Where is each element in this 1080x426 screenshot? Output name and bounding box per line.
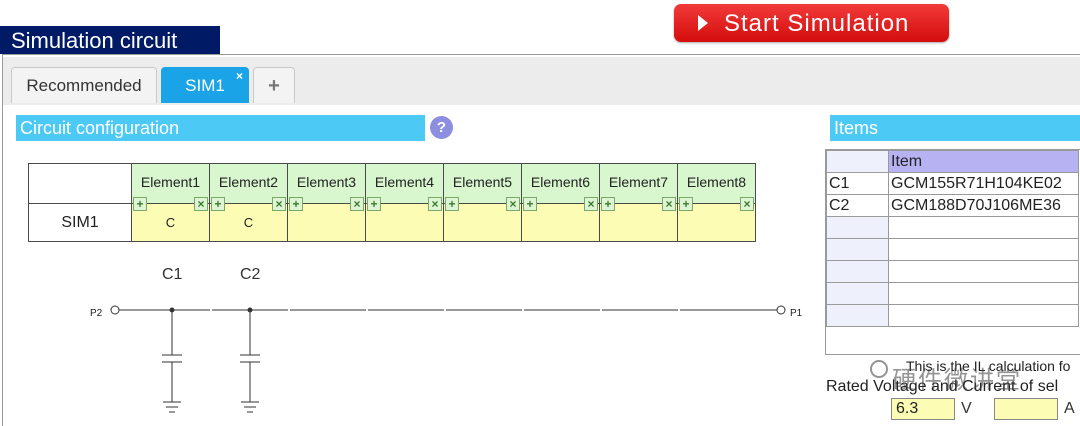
element-header: Element5 + × — [443, 163, 522, 211]
table-row[interactable]: C2 GCM188D70J106ME36 — [826, 194, 1079, 217]
add-element-button[interactable]: + — [445, 197, 459, 211]
component-label-c2: C2 — [240, 266, 261, 283]
table-row — [826, 304, 1079, 327]
plus-icon: + — [268, 75, 280, 97]
watermark: 硬件微讲堂 — [892, 367, 1022, 394]
item-part-number: GCM155R71H104KE02 — [888, 172, 1079, 195]
item-column-header: Item — [888, 150, 1079, 173]
element-label: Element7 — [608, 174, 669, 190]
table-cell — [826, 238, 889, 261]
table-row — [826, 238, 1079, 261]
table-row — [826, 216, 1079, 239]
add-element-button[interactable]: + — [523, 197, 537, 211]
wechat-icon — [870, 360, 888, 378]
element-label: Element3 — [296, 174, 357, 190]
capacitor-c2-symbol — [240, 307, 260, 413]
close-tab-icon[interactable]: × — [235, 69, 243, 83]
items-header: Items — [830, 115, 1080, 141]
play-icon — [698, 15, 708, 31]
port-terminal-right — [776, 305, 786, 315]
table-cell — [888, 216, 1079, 239]
add-element-button[interactable]: + — [133, 197, 147, 211]
element-header: Element6 + × — [521, 163, 600, 211]
element-header: Element2 + × — [209, 163, 288, 211]
element-label: Element6 — [530, 174, 591, 190]
il-calculation-note: This is the IL calculation fo — [906, 358, 1071, 374]
table-row[interactable]: C1 GCM155R71H104KE02 — [826, 172, 1079, 195]
table-cell — [826, 150, 889, 173]
delete-element-button[interactable]: × — [272, 197, 286, 211]
item-id: C2 — [826, 194, 889, 217]
table-row — [826, 260, 1079, 283]
tab-sim1[interactable]: SIM1 × — [161, 67, 249, 103]
element-header: Element1 + × — [131, 163, 210, 211]
delete-element-button[interactable]: × — [194, 197, 208, 211]
items-panel — [825, 149, 1080, 355]
add-tab-button[interactable]: + — [253, 67, 295, 103]
port-label-p1: P1 — [790, 308, 803, 319]
add-element-button[interactable]: + — [679, 197, 693, 211]
table-cell — [888, 282, 1079, 305]
delete-element-button[interactable]: × — [740, 197, 754, 211]
element-header: Element4 + × — [365, 163, 444, 211]
start-simulation-button[interactable]: Start Simulation — [674, 4, 949, 42]
table-cell — [826, 304, 889, 327]
table-cell — [826, 216, 889, 239]
table-cell — [888, 260, 1079, 283]
rated-voltage-field[interactable]: 6.3 — [891, 398, 955, 420]
port-terminal-left — [110, 305, 120, 315]
help-icon[interactable]: ? — [430, 116, 453, 139]
element-label: Element8 — [686, 174, 747, 190]
port-label-p2: P2 — [90, 308, 103, 319]
capacitor-c1-symbol — [162, 307, 182, 413]
table-corner — [28, 163, 132, 204]
delete-element-button[interactable]: × — [506, 197, 520, 211]
delete-element-button[interactable]: × — [584, 197, 598, 211]
element-label: Element4 — [374, 174, 435, 190]
circuit-config-table: Element1+× Element2+× Element3+× Element… — [28, 163, 756, 242]
component-label-c1: C1 — [162, 266, 183, 283]
element-label: Element1 — [140, 174, 201, 190]
add-element-button[interactable]: + — [211, 197, 225, 211]
table-cell — [888, 238, 1079, 261]
circuit-configuration-header: Circuit configuration — [16, 115, 425, 141]
tab-recommended[interactable]: Recommended — [11, 67, 157, 103]
item-part-number: GCM188D70J106ME36 — [888, 194, 1079, 217]
add-element-button[interactable]: + — [601, 197, 615, 211]
items-table: Item C1 GCM155R71H104KE02 C2 GCM188D70J1… — [826, 150, 1079, 327]
delete-element-button[interactable]: × — [428, 197, 442, 211]
table-cell — [826, 260, 889, 283]
table-row — [826, 282, 1079, 305]
item-id: C1 — [826, 172, 889, 195]
table-cell — [826, 282, 889, 305]
add-element-button[interactable]: + — [289, 197, 303, 211]
delete-element-button[interactable]: × — [350, 197, 364, 211]
rated-label: Rated Voltage and Current of sel — [826, 378, 1059, 395]
delete-element-button[interactable]: × — [662, 197, 676, 211]
start-simulation-label: Start Simulation — [724, 10, 910, 37]
element-label: Element5 — [452, 174, 513, 190]
table-row: Item — [826, 150, 1079, 173]
content-frame — [2, 54, 1080, 426]
add-element-button[interactable]: + — [367, 197, 381, 211]
current-unit: A — [1064, 400, 1075, 417]
tab-label: Recommended — [26, 76, 142, 95]
sim-row-name: SIM1 — [28, 203, 132, 242]
page-title: Simulation circuit — [0, 26, 220, 54]
voltage-unit: V — [961, 400, 972, 417]
rated-current-field[interactable] — [994, 398, 1058, 420]
tab-label: SIM1 — [185, 76, 225, 95]
element-header: Element3 + × — [287, 163, 366, 211]
table-cell — [888, 304, 1079, 327]
element-label: Element2 — [218, 174, 279, 190]
element-header: Element8 + × — [677, 163, 756, 211]
